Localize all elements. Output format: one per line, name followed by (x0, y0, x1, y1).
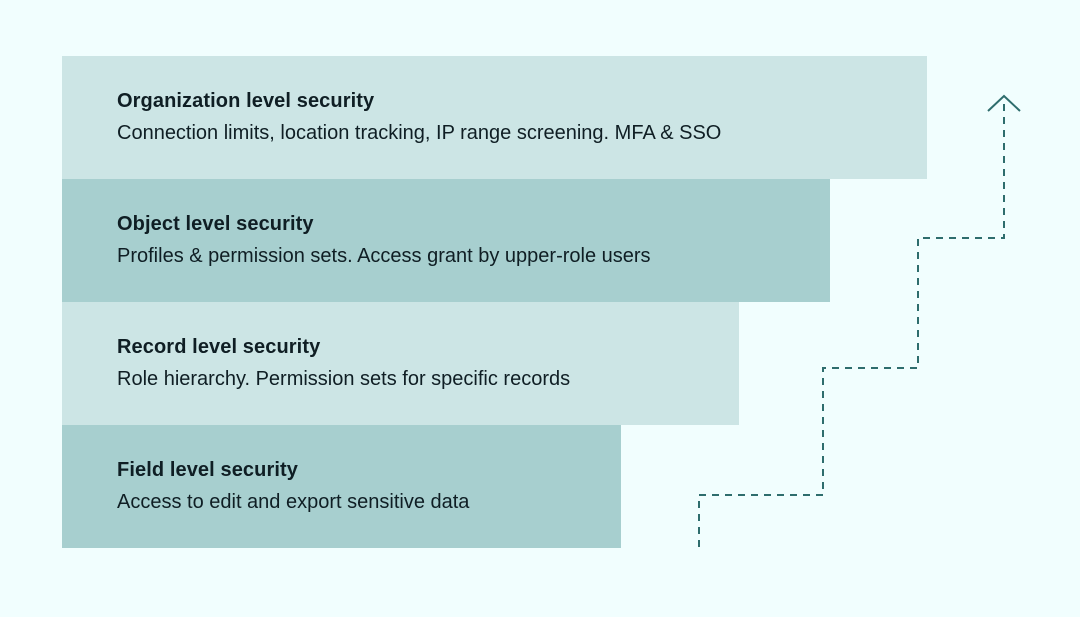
layer-description: Profiles & permission sets. Access grant… (117, 245, 651, 267)
layer-title: Object level security (117, 213, 314, 235)
layer-description: Access to edit and export sensitive data (117, 491, 470, 513)
layer-field: Field level security Access to edit and … (62, 425, 621, 548)
layer-description: Connection limits, location tracking, IP… (117, 122, 722, 144)
layer-description: Role hierarchy. Permission sets for spec… (117, 368, 571, 390)
layer-title: Organization level security (117, 90, 375, 112)
chevron-up-icon (987, 94, 1021, 112)
layer-organization: Organization level security Connection l… (62, 56, 927, 179)
dashed-staircase-line (698, 100, 1005, 547)
layer-record: Record level security Role hierarchy. Pe… (62, 302, 739, 425)
layer-title: Field level security (117, 459, 298, 481)
layer-object: Object level security Profiles & permiss… (62, 179, 830, 302)
layer-title: Record level security (117, 336, 321, 358)
